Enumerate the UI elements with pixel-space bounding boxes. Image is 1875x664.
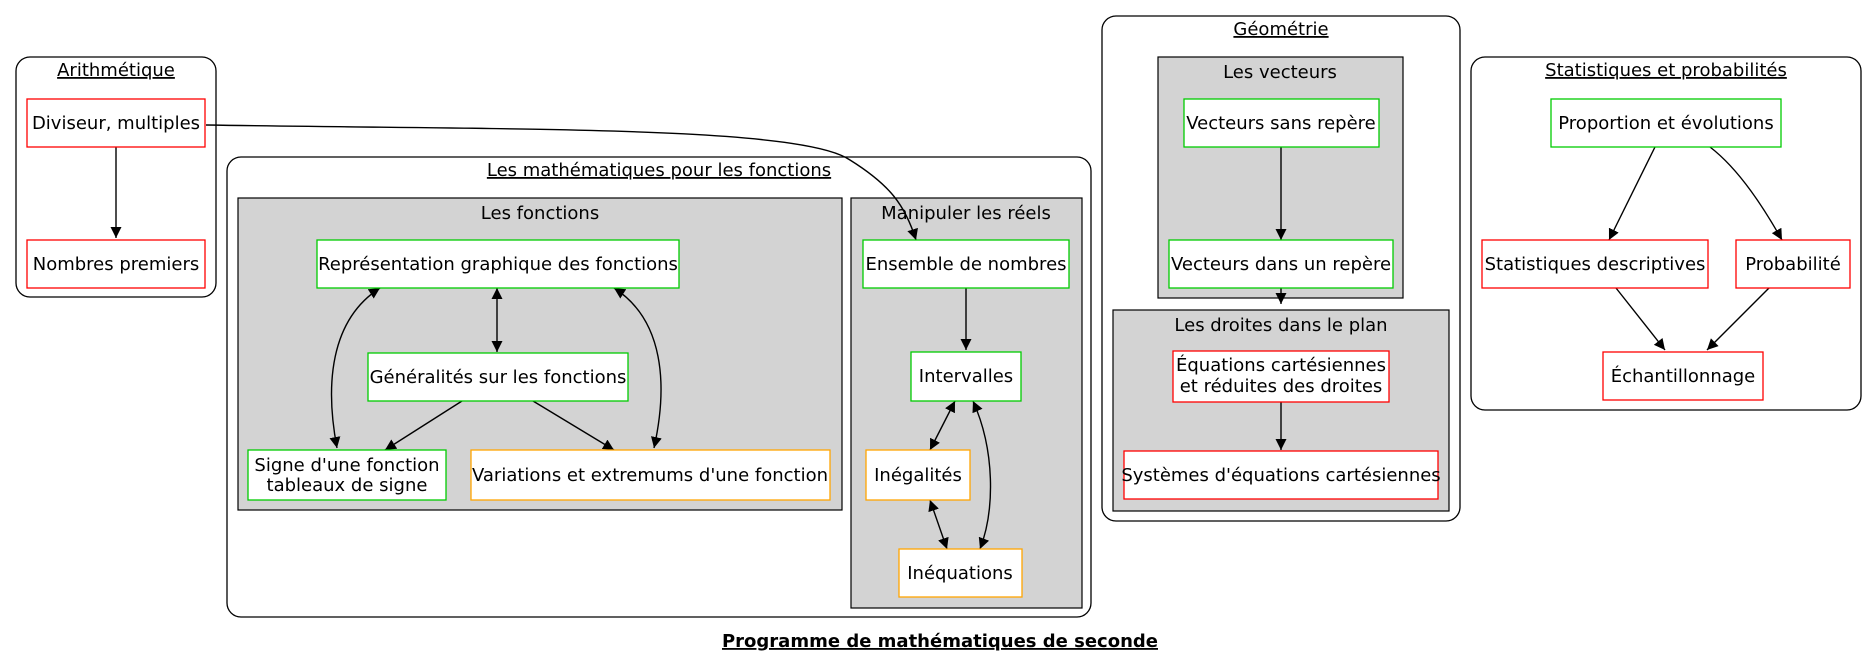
edge-proportion-probabilite (1709, 146, 1783, 241)
edge-intervalles-inequations (972, 400, 992, 550)
edge-diviseur-ensemble (205, 124, 918, 241)
node-vect-dans: Vecteurs dans un repère (1168, 239, 1394, 289)
node-label-variations: Variations et extremums d'une fonction (472, 465, 828, 486)
node-stat-desc: Statistiques descriptives (1481, 239, 1709, 289)
cluster-geometrie: Géométrie (1101, 15, 1461, 522)
diagram-title: Programme de mathématiques de seconde (722, 631, 1158, 652)
edge-generalites-signe (384, 400, 463, 451)
cluster-stats: Statistiques et probabilités (1470, 56, 1862, 411)
edge-representation-variations (613, 287, 662, 449)
edge-stat-desc-echantillonnage (1615, 287, 1666, 351)
node-premiers: Nombres premiers (26, 239, 206, 289)
node-label-vect-sans: Vecteurs sans repère (1186, 113, 1376, 134)
edge-proportion-stat-desc (1608, 146, 1656, 241)
node-echantillonnage: Échantillonnage (1602, 351, 1764, 401)
node-diviseur: Diviseur, multiples (26, 98, 206, 148)
node-generalites: Généralités sur les fonctions (367, 352, 629, 402)
node-label-representation: Représentation graphique des fonctions (318, 254, 678, 275)
cluster-arithmetique: Arithmétique (15, 56, 217, 298)
node-inequations: Inéquations (898, 548, 1023, 598)
node-intervalles: Intervalles (910, 351, 1022, 402)
node-label-inequations: Inéquations (907, 563, 1013, 584)
node-variations: Variations et extremums d'une fonction (470, 449, 831, 501)
edge-representation-signe (329, 287, 381, 449)
node-systemes: Systèmes d'équations cartésiennes (1121, 450, 1441, 500)
subcluster-label-droites: Les droites dans le plan (1174, 315, 1387, 336)
node-label-premiers: Nombres premiers (33, 254, 200, 275)
node-signe: Signe d'une fonction tableaux de signe (247, 449, 447, 501)
node-label-systemes: Systèmes d'équations cartésiennes (1121, 465, 1440, 486)
node-probabilite: Probabilité (1735, 239, 1851, 289)
cluster-label-arithmetique: Arithmétique (57, 60, 175, 81)
subcluster-label-reels: Manipuler les réels (881, 203, 1051, 224)
node-label-stat-desc: Statistiques descriptives (1485, 254, 1706, 275)
cluster-label-geometrie: Géométrie (1233, 19, 1328, 40)
edge-generalites-variations (532, 400, 615, 451)
subcluster-label-vecteurs: Les vecteurs (1223, 62, 1337, 83)
node-inegalites: Inégalités (865, 449, 971, 501)
node-equations: Équations cartésiennes et réduites des d… (1172, 350, 1390, 403)
node-label-proportion: Proportion et évolutions (1558, 113, 1773, 134)
node-label-echantillonnage: Échantillonnage (1611, 365, 1756, 387)
edge-intervalles-inegalites (929, 400, 956, 451)
node-vect-sans: Vecteurs sans repère (1183, 98, 1380, 148)
node-label-intervalles: Intervalles (919, 366, 1013, 387)
cluster-label-fonctions-group: Les mathématiques pour les fonctions (487, 160, 831, 181)
node-label-diviseur: Diviseur, multiples (32, 113, 200, 134)
subcluster-label-les-fonctions: Les fonctions (481, 203, 599, 224)
cluster-label-stats: Statistiques et probabilités (1545, 60, 1787, 81)
node-label-signe-line2: tableaux de signe (267, 475, 428, 496)
node-label-vect-dans: Vecteurs dans un repère (1171, 254, 1391, 275)
node-label-signe-line1: Signe d'une fonction (254, 455, 439, 476)
node-ensemble: Ensemble de nombres (862, 239, 1070, 289)
node-proportion: Proportion et évolutions (1550, 98, 1782, 148)
node-label-inegalites: Inégalités (874, 465, 962, 486)
edges (110, 124, 1783, 550)
node-representation: Représentation graphique des fonctions (316, 239, 680, 289)
edge-probabilite-echantillonnage (1706, 287, 1770, 351)
cluster-fonctions-group: Les mathématiques pour les fonctions (226, 156, 1092, 618)
node-label-probabilite: Probabilité (1745, 254, 1841, 275)
node-label-ensemble: Ensemble de nombres (865, 254, 1066, 275)
node-label-generalites: Généralités sur les fonctions (370, 367, 627, 388)
edge-inegalites-inequations (928, 499, 949, 550)
node-label-equations-line1: Équations cartésiennes (1176, 354, 1386, 376)
node-label-equations-line2: et réduites des droites (1180, 376, 1383, 397)
